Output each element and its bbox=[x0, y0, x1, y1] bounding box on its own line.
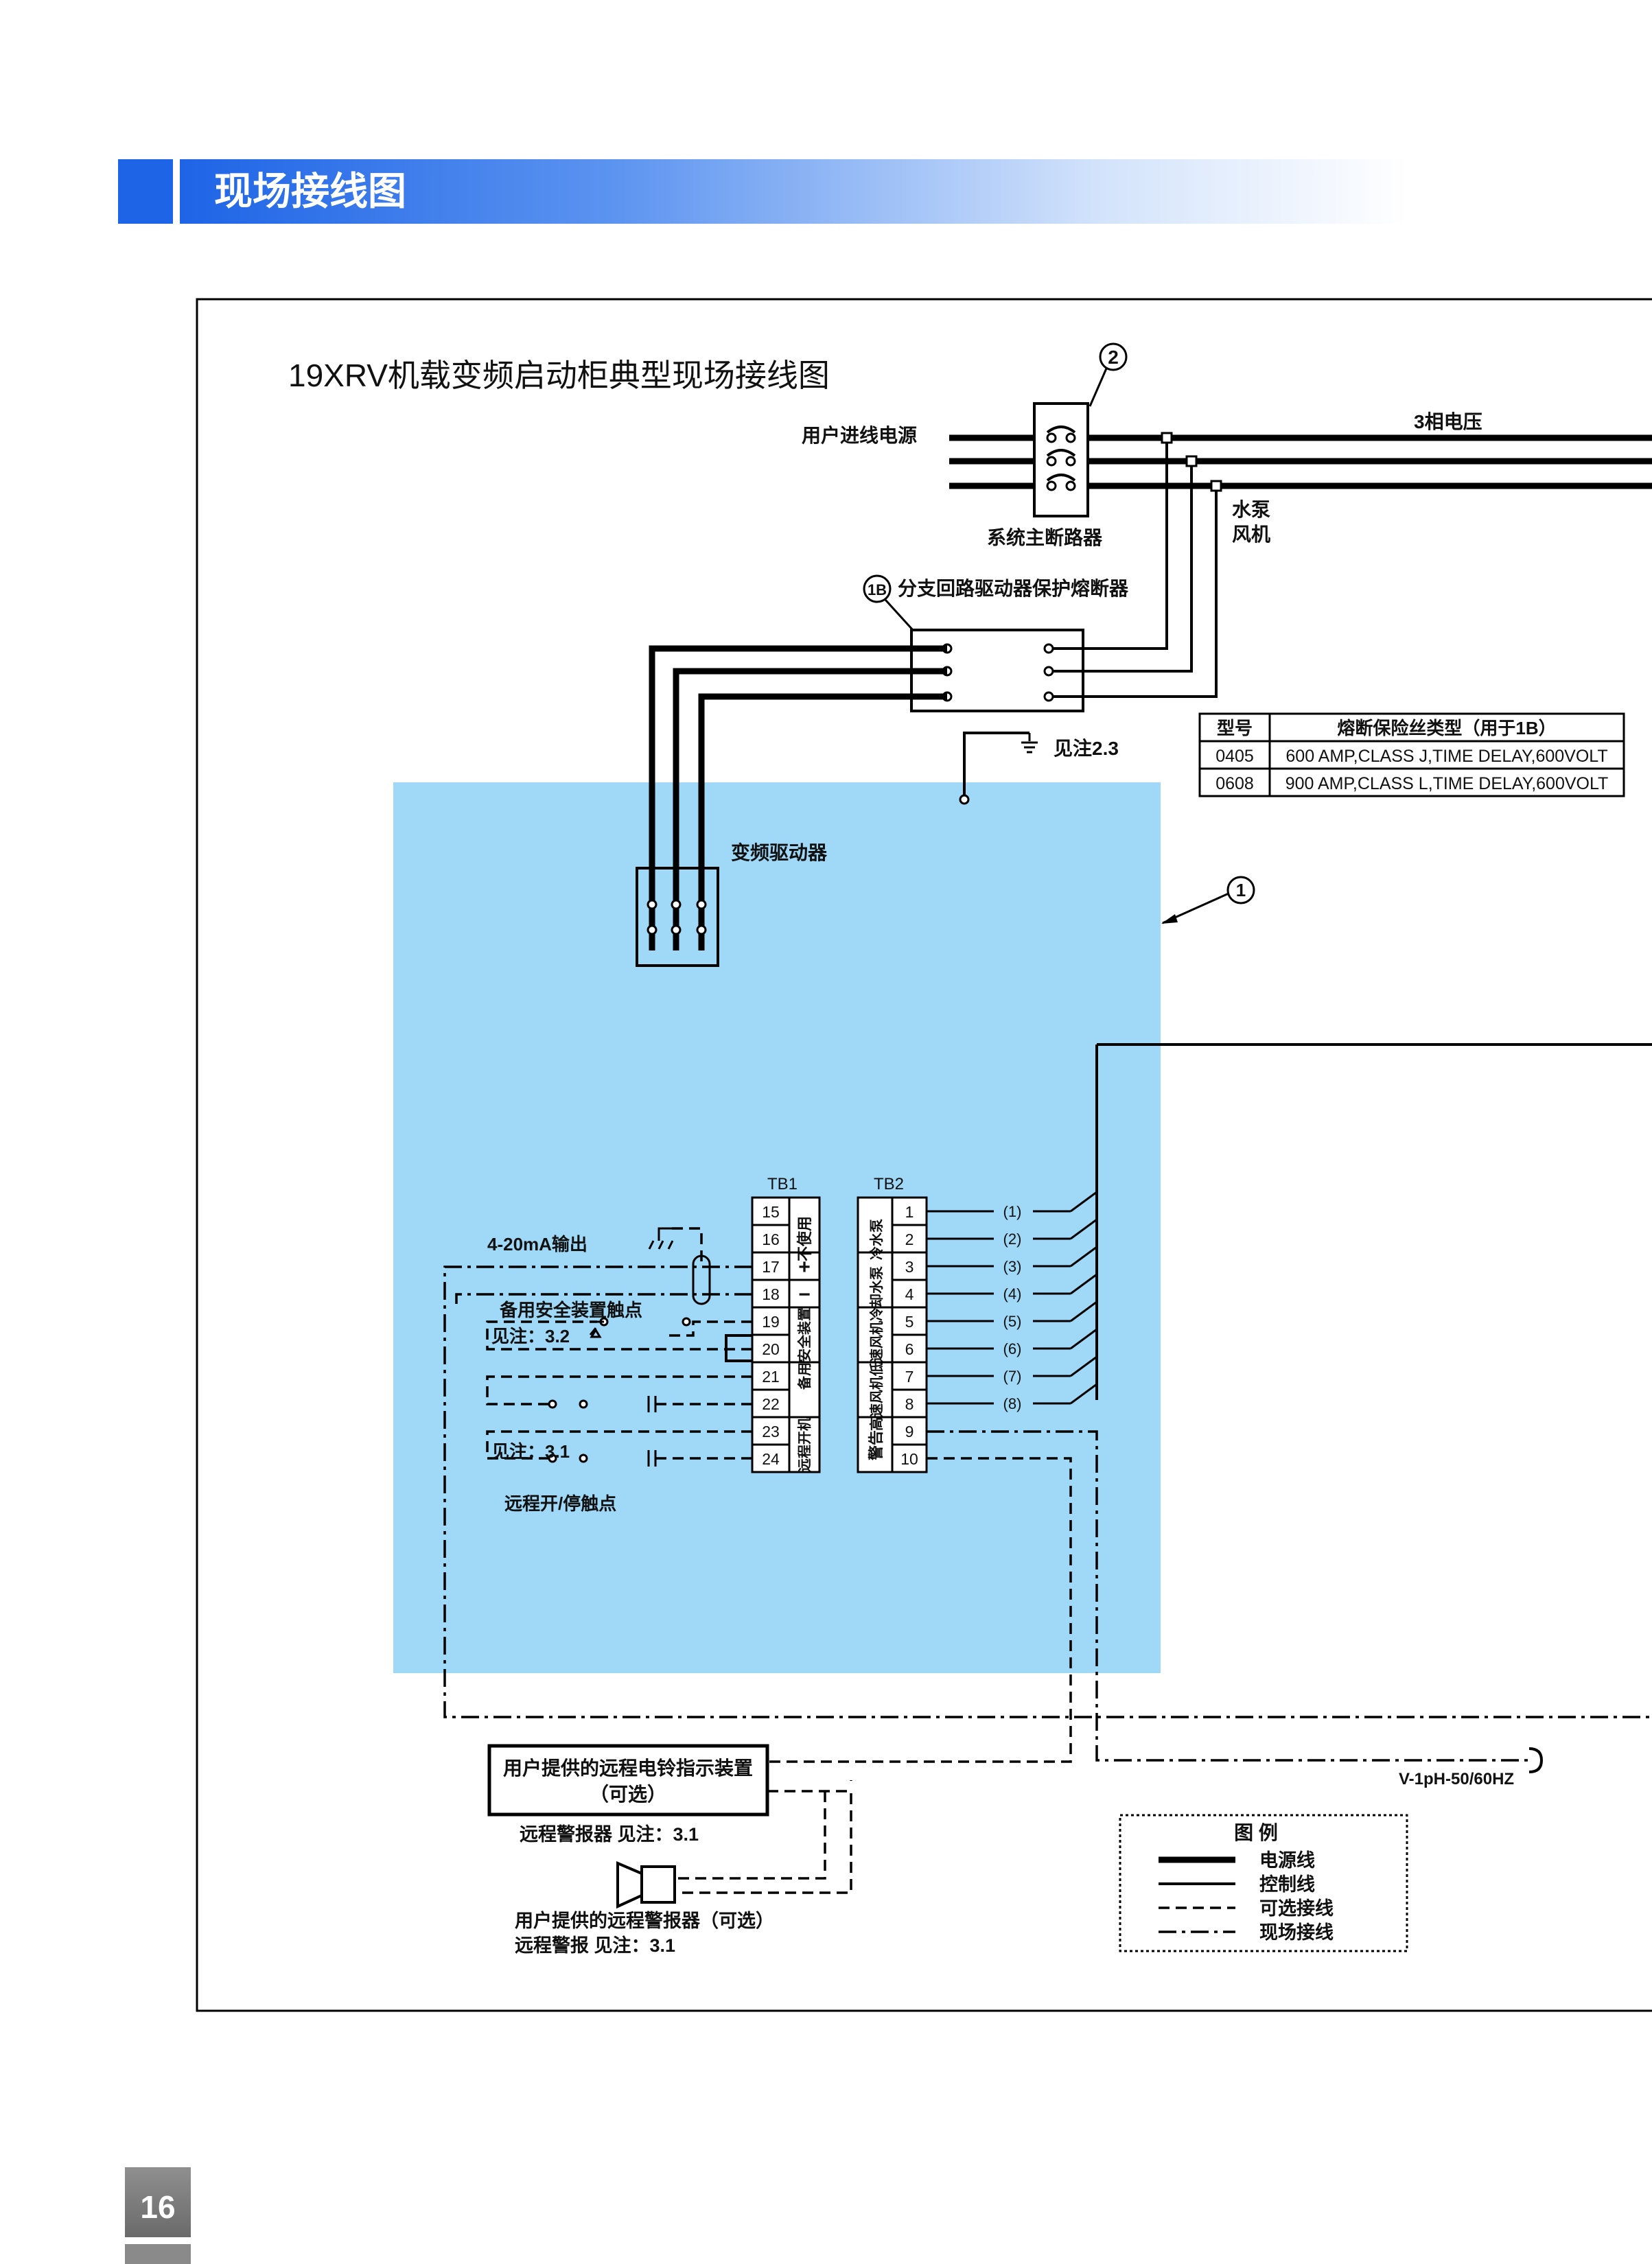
legend-item-optional: 可选接线 bbox=[1259, 1898, 1334, 1919]
tb2-terminal-number: 7 bbox=[905, 1368, 914, 1386]
spare-contact-label: 备用安全装置触点 bbox=[499, 1300, 642, 1320]
legend-item-control: 控制线 bbox=[1259, 1874, 1315, 1895]
tb2-terminal-number: 9 bbox=[905, 1423, 914, 1440]
main-breaker bbox=[1033, 402, 1089, 517]
remote-contact-label: 远程开/停触点 bbox=[504, 1493, 616, 1514]
tb1-terminal-number: 21 bbox=[762, 1368, 780, 1386]
see-note-23: 见注2.3 bbox=[1054, 737, 1119, 759]
remote-alarm-note2: 远程警报 见注：3.1 bbox=[515, 1935, 675, 1956]
tb2-wire-label: (4) bbox=[1003, 1285, 1022, 1303]
tb2-wire-label: (8) bbox=[1003, 1395, 1022, 1412]
tb2-terminal-number: 4 bbox=[905, 1285, 914, 1303]
fuse-table-cell: 0608 bbox=[1215, 774, 1254, 793]
see-31-label: 见注：3.1 bbox=[491, 1441, 570, 1462]
legend-item-field: 现场接线 bbox=[1259, 1922, 1334, 1943]
tb2-wire-label: (3) bbox=[1003, 1258, 1022, 1275]
diagram-title: 19XRV机载变频启动柜典型现场接线图 bbox=[288, 358, 830, 393]
tb1-terminal-number: 19 bbox=[762, 1313, 780, 1331]
fuse-table-header-type: 熔断保险丝类型（用于1B） bbox=[1337, 718, 1556, 738]
fuse-table: 型号 熔断保险丝类型（用于1B） 0405 600 AMP,CLASS J,TI… bbox=[1198, 712, 1625, 797]
tb2-terminal-number: 5 bbox=[905, 1313, 914, 1331]
diagram-frame bbox=[196, 298, 1652, 2012]
fan-label: 风机 bbox=[1232, 524, 1270, 545]
tb2-terminal-number: 2 bbox=[905, 1230, 914, 1248]
tb1-terminal-number: 22 bbox=[762, 1395, 780, 1413]
fuse-table-cell: 900 AMP,CLASS L,TIME DELAY,600VOLT bbox=[1285, 774, 1609, 793]
page-number-tab: 16 bbox=[125, 2167, 191, 2264]
pump-label: 水泵 bbox=[1232, 499, 1270, 520]
tb1-plus: + bbox=[798, 1256, 811, 1279]
user-alarm-label: 用户提供的远程警报器（可选） bbox=[515, 1910, 774, 1931]
tb1-title: TB1 bbox=[767, 1175, 798, 1193]
tb1-terminal-number: 24 bbox=[762, 1450, 780, 1468]
callout-2: 2 bbox=[1089, 342, 1128, 407]
tb2-wire-label: (7) bbox=[1003, 1368, 1022, 1385]
tb1-terminal-number: 15 bbox=[762, 1203, 780, 1221]
tb2-high-fan: 高速风机 bbox=[868, 1376, 885, 1431]
tb2-wire-label: (5) bbox=[1003, 1313, 1022, 1330]
tb1-not-used: 不使用 bbox=[796, 1216, 813, 1261]
tb2-alarm: 警告 bbox=[868, 1430, 885, 1461]
tb2-wire-label: (2) bbox=[1003, 1230, 1022, 1248]
tb1-remote: 远程开机 bbox=[796, 1417, 813, 1472]
horn-icon bbox=[616, 1860, 676, 1909]
page-number: 16 bbox=[140, 2189, 175, 2225]
tb1-terminal-number: 23 bbox=[762, 1423, 780, 1440]
tb1-terminal-number: 17 bbox=[762, 1258, 780, 1276]
remote-contact-wiring bbox=[486, 1375, 752, 1467]
svg-text:用户提供的远程电铃指示装置: 用户提供的远程电铃指示装置 bbox=[503, 1757, 753, 1779]
vfd-label: 变频驱动器 bbox=[731, 841, 828, 863]
header-banner: 现场接线图 bbox=[118, 159, 1408, 224]
svg-text:2: 2 bbox=[1108, 347, 1119, 368]
output-420-label: 4-20mA输出 bbox=[487, 1234, 587, 1254]
tb2-terminal-number: 6 bbox=[905, 1340, 914, 1358]
fuse-feed-lines bbox=[1051, 432, 1222, 698]
incoming-power-lines bbox=[949, 434, 1652, 489]
tb2-terminal-number: 8 bbox=[905, 1395, 914, 1413]
spare-safety-wiring bbox=[486, 1317, 752, 1362]
tb2-cw-pump: 冷却水泵 bbox=[868, 1266, 885, 1321]
tb2-terminal-number: 1 bbox=[905, 1203, 914, 1221]
tb2-title: TB2 bbox=[874, 1175, 904, 1193]
callout-1: 1 bbox=[1161, 876, 1255, 924]
tb2-output-wires bbox=[1095, 1043, 1652, 1400]
vfd-power-lines bbox=[649, 645, 947, 868]
tb2-low-fan: 低速风机 bbox=[868, 1321, 885, 1377]
svg-text:（可选）: （可选） bbox=[590, 1783, 666, 1805]
header-title: 现场接线图 bbox=[214, 170, 406, 213]
tb2-terminal-number: 10 bbox=[900, 1450, 918, 1468]
three-phase-label: 3相电压 bbox=[1414, 411, 1482, 432]
tb1-spare: 备用安全装置 bbox=[796, 1307, 813, 1390]
tb2-terminal-number: 3 bbox=[905, 1258, 914, 1276]
alarm-device-box: 用户提供的远程电铃指示装置 （可选） bbox=[487, 1744, 769, 1817]
svg-text:1: 1 bbox=[1236, 880, 1246, 900]
remote-alarm-note: 远程警报器 见注：3.1 bbox=[520, 1823, 699, 1845]
svg-text:1B: 1B bbox=[868, 581, 887, 598]
tb2-wire-label: (1) bbox=[1003, 1203, 1022, 1220]
legend-title: 图 例 bbox=[1234, 1822, 1278, 1843]
alarm-relay-wiring bbox=[678, 1430, 1544, 1894]
supply-label: V-1pH-50/60HZ bbox=[1399, 1770, 1514, 1788]
fuse-table-cell: 600 AMP,CLASS J,TIME DELAY,600VOLT bbox=[1285, 747, 1607, 766]
fuse-table-header-model: 型号 bbox=[1217, 718, 1253, 738]
fuse-table-cell: 0405 bbox=[1215, 747, 1254, 766]
legend: 图 例 电源线 控制线 可选接线 现场接线 bbox=[1119, 1814, 1408, 1952]
see-32-label: 见注：3.2 bbox=[491, 1326, 570, 1346]
tb1-terminal-number: 18 bbox=[762, 1285, 780, 1303]
tb2-chw-pump: 冷水泵 bbox=[868, 1219, 885, 1260]
fuse-label: 分支回路驱动器保护熔断器 bbox=[898, 577, 1129, 599]
tb1-terminal-number: 16 bbox=[762, 1230, 780, 1248]
vfd-terminal-box bbox=[636, 867, 719, 967]
tb2-wire-label: (6) bbox=[1003, 1340, 1022, 1357]
ground-connection bbox=[959, 732, 1038, 805]
user-power-label: 用户进线电源 bbox=[802, 424, 917, 446]
tb1-minus: − bbox=[798, 1283, 811, 1306]
analog-output-wiring bbox=[443, 1227, 1652, 1718]
legend-item-power: 电源线 bbox=[1259, 1850, 1315, 1871]
main-breaker-label: 系统主断路器 bbox=[987, 526, 1103, 548]
tb1-terminal-number: 20 bbox=[762, 1340, 780, 1358]
